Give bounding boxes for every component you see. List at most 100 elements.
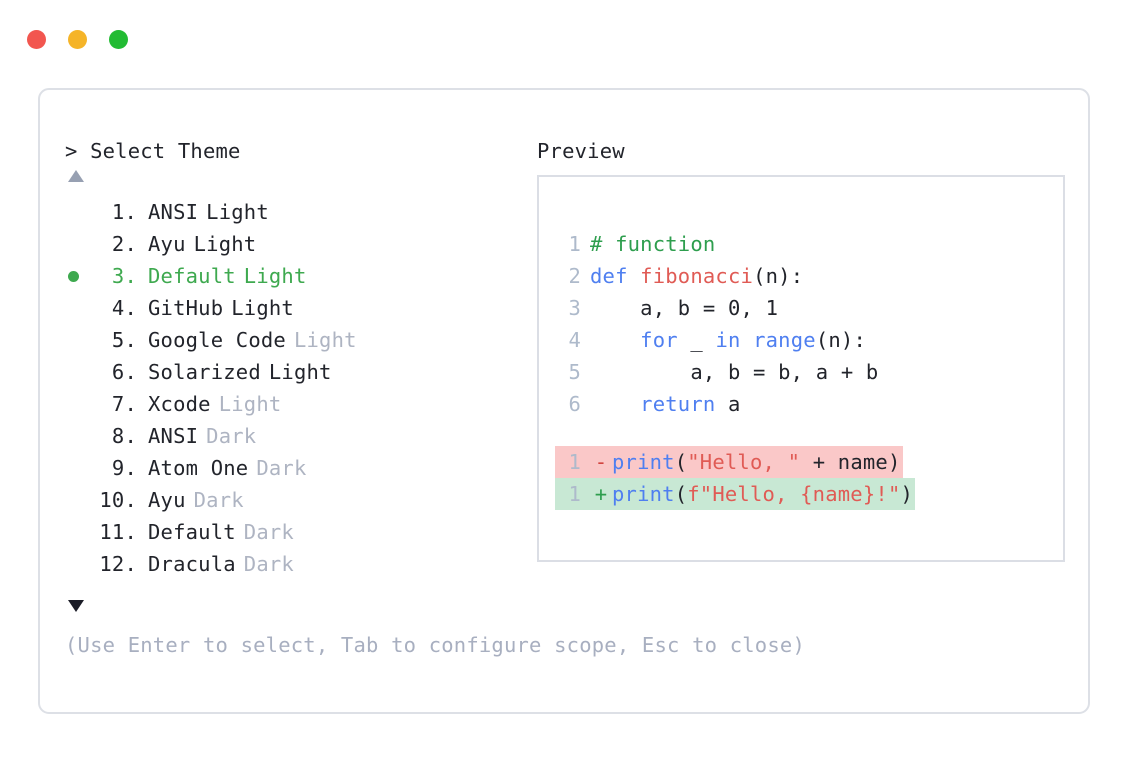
code-token xyxy=(590,392,640,416)
theme-item-index: 2. xyxy=(111,232,137,256)
code-token: _ xyxy=(677,328,716,352)
maximize-button-dot[interactable] xyxy=(109,30,128,49)
code-line-text: for _ in range(n): xyxy=(590,324,866,356)
theme-item-variant: Dark xyxy=(243,520,294,544)
diff-line-number: 1 xyxy=(568,482,581,506)
code-token: print xyxy=(612,482,675,506)
theme-item-name: Solarized xyxy=(148,360,261,384)
theme-item-name: ANSI xyxy=(148,424,199,448)
code-token xyxy=(590,328,640,352)
code-token: ( xyxy=(674,450,688,474)
line-number: 2 xyxy=(568,264,581,288)
theme-item-index: 10. xyxy=(99,488,137,512)
selection-bullet-slot xyxy=(65,324,91,356)
theme-item-variant: Light xyxy=(206,200,269,224)
scroll-down-arrow-icon[interactable] xyxy=(68,600,84,612)
code-token: a xyxy=(715,392,741,416)
theme-item-name: ANSI xyxy=(148,200,199,224)
theme-item-variant: Light xyxy=(231,296,294,320)
selection-bullet-slot xyxy=(65,420,91,452)
selection-bullet-slot xyxy=(65,548,91,580)
scroll-up-arrow-icon[interactable] xyxy=(68,170,84,182)
code-line: 4 for _ in range(n): xyxy=(555,324,866,356)
code-token: fibonacci xyxy=(640,264,754,288)
theme-item-variant: Dark xyxy=(206,424,257,448)
code-token xyxy=(741,328,754,352)
selection-bullet-slot xyxy=(65,484,91,516)
theme-item-index: 1. xyxy=(111,200,137,224)
code-line-text: # function xyxy=(590,228,715,260)
close-button-dot[interactable] xyxy=(27,30,46,49)
theme-item-variant: Light xyxy=(218,392,282,416)
theme-item-name: GitHub xyxy=(148,296,224,320)
window-controls xyxy=(27,30,128,49)
theme-item-variant: Light xyxy=(243,264,307,288)
diff-marker: - xyxy=(594,450,608,474)
selected-bullet-icon xyxy=(68,270,79,282)
line-number: 3 xyxy=(568,296,581,320)
code-token: return xyxy=(640,392,716,416)
code-token: (n): xyxy=(815,328,866,352)
theme-item-variant: Dark xyxy=(243,552,294,576)
select-theme-prompt-label: > Select Theme xyxy=(65,139,241,163)
code-token: print xyxy=(612,450,675,474)
theme-list-item[interactable]: 8. ANSI Dark xyxy=(65,420,515,452)
selection-bullet-slot xyxy=(65,228,91,260)
diff-line-removed: 1-print("Hello, " + name) xyxy=(555,446,903,478)
keyboard-hint-text: (Use Enter to select, Tab to configure s… xyxy=(65,633,805,657)
line-number: 5 xyxy=(568,360,581,384)
code-line-text: a, b = 0, 1 xyxy=(590,292,778,324)
code-token: f"Hello, {name}!" xyxy=(687,482,901,506)
code-token: a, b = b, a + b xyxy=(590,360,879,384)
theme-list-item[interactable]: 2. Ayu Light xyxy=(65,228,515,260)
theme-item-variant: Light xyxy=(293,328,357,352)
code-token: "Hello, " xyxy=(687,450,801,474)
theme-item-name: Default xyxy=(148,264,236,288)
theme-item-index: 6. xyxy=(111,360,137,384)
theme-list-item[interactable]: 3. Default Light xyxy=(65,260,515,292)
code-token: (n): xyxy=(753,264,804,288)
selection-bullet-slot xyxy=(65,388,91,420)
theme-list-item[interactable]: 4. GitHub Light xyxy=(65,292,515,324)
minimize-button-dot[interactable] xyxy=(68,30,87,49)
theme-item-name: Atom One xyxy=(148,456,249,480)
theme-item-name: Ayu xyxy=(148,232,186,256)
theme-item-name: Xcode xyxy=(148,392,211,416)
theme-item-variant: Light xyxy=(268,360,332,384)
theme-list-item[interactable]: 6. Solarized Light xyxy=(65,356,515,388)
selection-bullet-slot xyxy=(65,260,91,292)
preview-panel-label: Preview xyxy=(537,139,625,163)
theme-item-name: Google Code xyxy=(148,328,286,352)
theme-list-item[interactable]: 1. ANSI Light xyxy=(65,196,515,228)
diff-line-number: 1 xyxy=(568,450,581,474)
selection-bullet-slot xyxy=(65,516,91,548)
theme-item-name: Dracula xyxy=(148,552,236,576)
code-line-text: return a xyxy=(590,388,741,420)
theme-item-index: 4. xyxy=(111,296,137,320)
code-token: ) xyxy=(900,482,914,506)
theme-item-name: Ayu xyxy=(148,488,186,512)
theme-item-name: Default xyxy=(148,520,236,544)
code-token: for xyxy=(640,328,678,352)
theme-item-index: 3. xyxy=(111,264,137,288)
theme-item-variant: Dark xyxy=(256,456,307,480)
code-line: 3 a, b = 0, 1 xyxy=(555,292,778,324)
theme-item-variant: Light xyxy=(193,232,257,256)
code-line: 6 return a xyxy=(555,388,741,420)
theme-item-index: 8. xyxy=(111,424,137,448)
code-line: 2 def fibonacci(n): xyxy=(555,260,803,292)
code-token: def xyxy=(590,264,641,288)
code-token: a, b = 0, 1 xyxy=(590,296,779,320)
code-line-text: def fibonacci(n): xyxy=(590,260,803,292)
code-token: ( xyxy=(674,482,688,506)
code-line: 5 a, b = b, a + b xyxy=(555,356,878,388)
